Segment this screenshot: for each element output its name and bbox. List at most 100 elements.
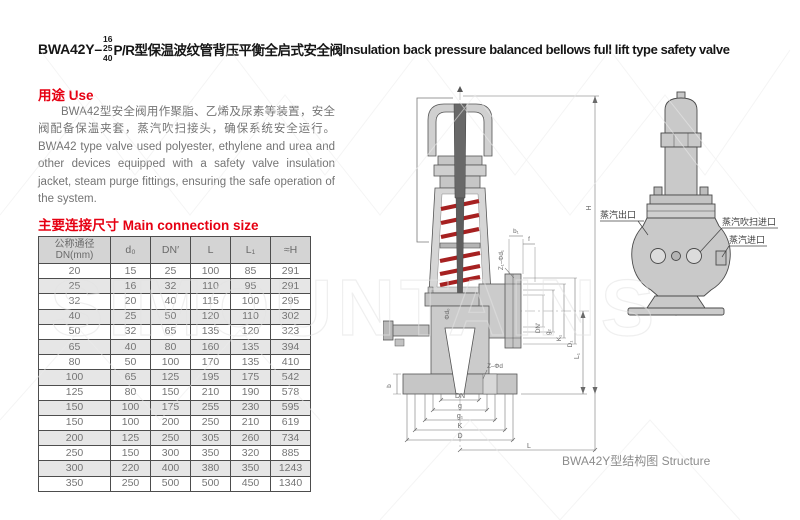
table-cell: 50 xyxy=(150,308,191,325)
dim-label-phi-d0: Φd₀ xyxy=(444,308,451,320)
table-cell: 190 xyxy=(230,384,271,401)
table-cell: 150 xyxy=(150,384,191,401)
table-cell: 50 xyxy=(38,323,111,340)
dim-label-dn-prime: DN′ xyxy=(535,322,542,333)
dim-label-z1-phi-d1: Z₁–Φd₁ xyxy=(498,250,505,270)
table-cell: 20 xyxy=(38,262,111,280)
table-cell: 100 xyxy=(190,262,231,280)
table-cell: 65 xyxy=(110,369,151,386)
dim-label-f: f xyxy=(528,236,530,243)
table-cell: 32 xyxy=(150,278,191,295)
table-cell: 323 xyxy=(270,323,311,340)
label-steam-inlet: 蒸汽进口 xyxy=(729,234,765,245)
table-cell: 291 xyxy=(270,278,311,295)
title-chinese: P/R型保温波纹管背压平衡全启式安全阀 xyxy=(113,43,343,58)
use-section-heading: 用途 Use xyxy=(38,88,94,103)
use-section-body: BWA42型安全阀用作聚脂、乙烯及尿素等装置，安全阀配备保温夹套，蒸汽吹扫接头，… xyxy=(38,104,335,209)
table-cell: 250 xyxy=(190,414,231,432)
use-body-english: BWA42 type valve used polyester, ethylen… xyxy=(38,140,335,206)
pressure-25: 25 xyxy=(102,43,113,54)
table-cell: 40 xyxy=(150,293,191,310)
table-cell: 595 xyxy=(270,399,311,416)
valve-silhouette xyxy=(627,91,731,316)
table-cell: 25 xyxy=(150,262,191,280)
table-cell: 320 xyxy=(230,445,271,462)
table-cell: 250 xyxy=(38,445,111,462)
table-cell: 150 xyxy=(38,414,111,432)
table-cell: 65 xyxy=(38,338,111,356)
table-cell: 135 xyxy=(190,323,231,340)
table-cell: 120 xyxy=(230,323,271,340)
stem-tip-arrow xyxy=(457,86,463,92)
table-cell: 100 xyxy=(110,399,151,416)
table-cell: 25 xyxy=(38,278,111,295)
col-header-dn: 公称通径 DN(mm) xyxy=(38,236,111,264)
dim-label-b1: b₁ xyxy=(513,228,519,235)
table-cell: 195 xyxy=(190,369,231,386)
dim-label-d: D xyxy=(457,433,462,440)
table-cell: 291 xyxy=(270,262,311,280)
pressure-16: 16 xyxy=(102,34,113,45)
table-cell: 110 xyxy=(230,308,271,325)
dim-label-h: H xyxy=(586,205,593,210)
table-cell: 734 xyxy=(270,430,311,447)
table-cell: 350 xyxy=(230,460,271,477)
table-cell: 380 xyxy=(190,460,231,477)
table-cell: 20 xyxy=(110,293,151,310)
dim-label-l: L xyxy=(527,443,531,450)
valve-outline-drawing: 蒸汽出口 蒸汽吹扫进口 蒸汽进口 xyxy=(600,91,778,316)
table-cell: 210 xyxy=(190,384,231,401)
table-cell: 150 xyxy=(110,445,151,462)
table-cell: 120 xyxy=(190,308,231,325)
dimension-lines xyxy=(393,95,599,453)
table-cell: 350 xyxy=(38,475,111,492)
table-cell: 100 xyxy=(150,354,191,371)
table-cell: 260 xyxy=(230,430,271,447)
title-model: BWA42Y– xyxy=(38,41,102,57)
table-cell: 200 xyxy=(150,414,191,432)
table-cell: 80 xyxy=(150,338,191,356)
label-steam-outlet: 蒸汽出口 xyxy=(600,209,636,220)
table-cell: 305 xyxy=(190,430,231,447)
dim-label-g: g xyxy=(458,403,462,410)
dim-label-d1: D₁ xyxy=(567,341,574,348)
table-cell: 175 xyxy=(150,399,191,416)
table-cell: 394 xyxy=(270,338,311,356)
dim-label-g2: g₂ xyxy=(545,328,552,335)
table-cell: 350 xyxy=(190,445,231,462)
title-pressure-stack: 16 25 40 xyxy=(103,35,112,63)
table-cell: 40 xyxy=(38,308,111,325)
table-cell: 125 xyxy=(38,384,111,401)
table-header-row: 公称通径 DN(mm) d₀ DN′ L L₁ ≈H xyxy=(38,236,311,264)
structure-caption: BWA42Y型结构图 Structure xyxy=(562,454,711,468)
table-cell: 32 xyxy=(38,293,111,310)
table-cell: 110 xyxy=(190,278,231,295)
col-header-d0: d₀ xyxy=(110,236,151,264)
table-cell: 885 xyxy=(270,445,311,462)
use-body-chinese: BWA42型安全阀用作聚脂、乙烯及尿素等装置，安全阀配备保温夹套，蒸汽吹扫接头，… xyxy=(38,106,335,136)
inlet-cone xyxy=(444,327,476,395)
table-cell: 255 xyxy=(190,399,231,416)
pressure-40: 40 xyxy=(102,52,113,63)
table-cell: 100 xyxy=(230,293,271,310)
dim-label-k: K xyxy=(458,423,463,430)
col-header-dn2: DN′ xyxy=(150,236,191,264)
table-cell: 619 xyxy=(270,414,311,432)
table-cell: 32 xyxy=(110,323,151,340)
table-cell: 410 xyxy=(270,354,311,371)
